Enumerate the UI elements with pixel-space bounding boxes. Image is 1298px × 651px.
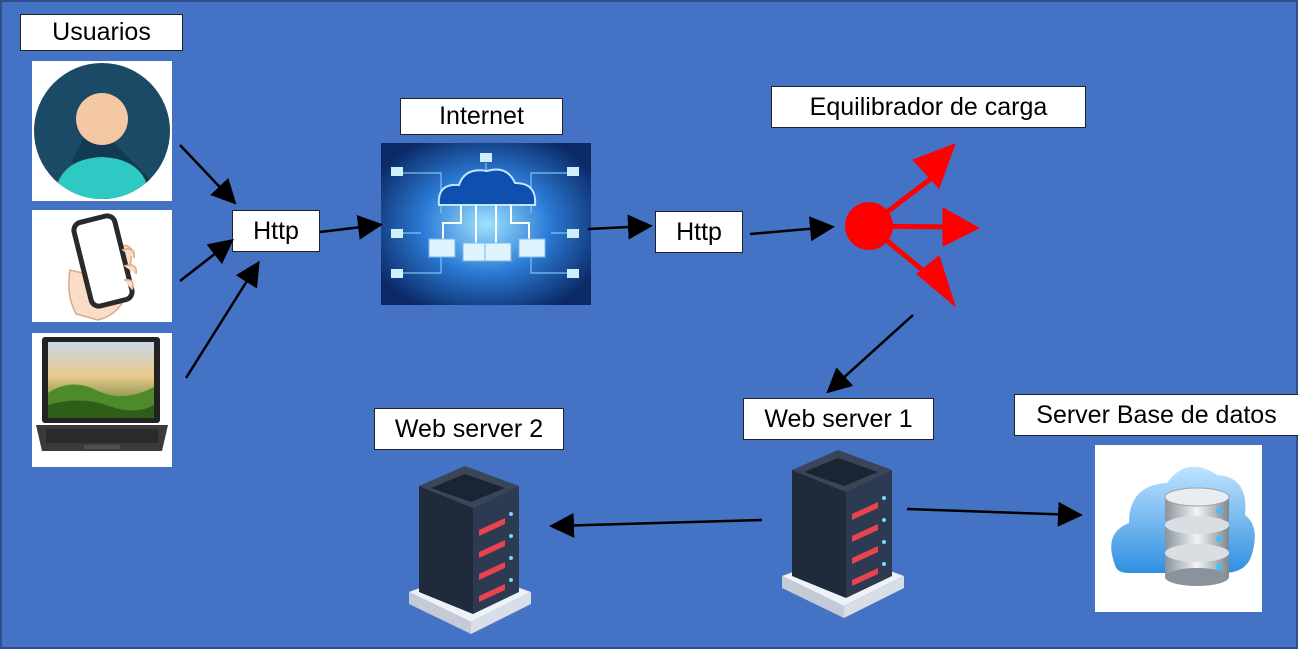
users-label: Usuarios xyxy=(20,14,183,51)
arrow-web-server-1-to-database xyxy=(906,501,1083,527)
arrow-http-to-internet xyxy=(319,214,383,240)
cloud-database-icon xyxy=(1095,445,1262,612)
load-balancer-label: Equilibrador de carga xyxy=(771,86,1086,128)
arrow-user-to-http xyxy=(179,144,237,205)
internet-label: Internet xyxy=(400,98,563,135)
http-right-label: Http xyxy=(655,211,743,253)
http-left-label: Http xyxy=(232,210,320,252)
arrow-http-to-load-balancer xyxy=(749,216,835,242)
db-server-label: Server Base de datos xyxy=(1014,394,1298,436)
user-avatar-icon xyxy=(32,61,172,201)
server-rack-icon xyxy=(409,466,531,634)
load-balancer-arrows-icon xyxy=(845,143,981,308)
server-rack-icon xyxy=(782,450,904,618)
arrow-load-balancer-to-web-server-1 xyxy=(826,314,914,394)
web-server-1-label: Web server 1 xyxy=(743,398,934,440)
smartphone-in-hand-icon xyxy=(32,210,172,322)
cloud-network-icon xyxy=(381,143,591,305)
arrow-laptop-to-http xyxy=(184,260,260,379)
laptop-icon xyxy=(32,333,172,467)
arrow-web-server-1-to-web-server-2 xyxy=(549,512,763,538)
arrow-phone-to-http xyxy=(179,238,234,282)
arrow-internet-to-http xyxy=(587,214,653,240)
web-server-2-label: Web server 2 xyxy=(374,408,564,450)
